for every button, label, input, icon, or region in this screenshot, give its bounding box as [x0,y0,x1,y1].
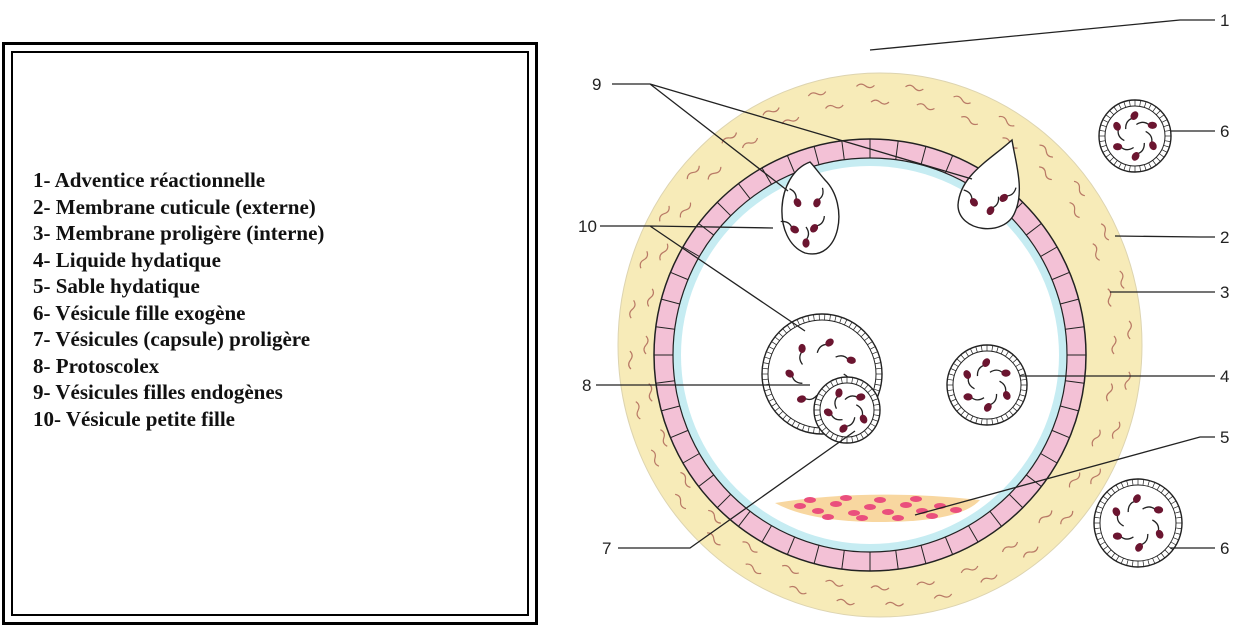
sand-grain [950,507,962,513]
label-6-top: 6 [1220,122,1229,141]
legend-item-1: 1- Adventice réactionnelle [33,167,324,194]
granddaughter-vesicle [814,377,880,443]
legend-item-5: 5- Sable hydatique [33,273,324,300]
leader-2 [1115,236,1215,237]
sand-grain [900,502,912,508]
label-6-bottom: 6 [1220,539,1229,558]
label-1: 1 [1220,11,1229,30]
label-5: 5 [1220,428,1229,447]
exogenous-vesicle-bottom [1094,479,1182,567]
sand-grain [840,495,852,501]
leader-1 [870,20,1215,50]
sand-grain [812,508,824,514]
label-10: 10 [578,217,597,236]
legend-item-9: 9- Vésicules filles endogènes [33,379,324,406]
protoscolex-head [802,238,809,247]
legend-item-7: 7- Vésicules (capsule) proligère [33,326,324,353]
sand-grain [926,513,938,519]
label-3: 3 [1220,283,1229,302]
label-7: 7 [602,539,611,558]
sand-grain [856,515,868,521]
sand-grain [882,509,894,515]
sand-grain [848,510,860,516]
sand-grain [830,501,842,507]
exogenous-vesicle-top [1099,100,1171,172]
legend-item-6: 6- Vésicule fille exogène [33,300,324,327]
sand-grain [822,514,834,520]
label-8: 8 [582,376,591,395]
sand-grain [864,504,876,510]
sand-grain [804,497,816,503]
legend-item-10: 10- Vésicule petite fille [33,406,324,433]
sand-grain [892,515,904,521]
label-2: 2 [1220,228,1229,247]
label-4: 4 [1220,367,1229,386]
legend-item-3: 3- Membrane proligère (interne) [33,220,324,247]
label-9: 9 [592,75,601,94]
legend-item-8: 8- Protoscolex [33,353,324,380]
hydatid-cyst-diagram: 1 2 3 4 5 6 6 7 8 9 10 [560,0,1242,627]
legend-list: 1- Adventice réactionnelle 2- Membrane c… [33,167,324,432]
sand-grain [874,497,886,503]
sand-grain [910,496,922,502]
legend-box: 1- Adventice réactionnelle 2- Membrane c… [2,42,538,625]
legend-item-4: 4- Liquide hydatique [33,247,324,274]
legend-item-2: 2- Membrane cuticule (externe) [33,194,324,221]
brood-capsule-center [947,345,1027,425]
sand-grain [794,503,806,509]
